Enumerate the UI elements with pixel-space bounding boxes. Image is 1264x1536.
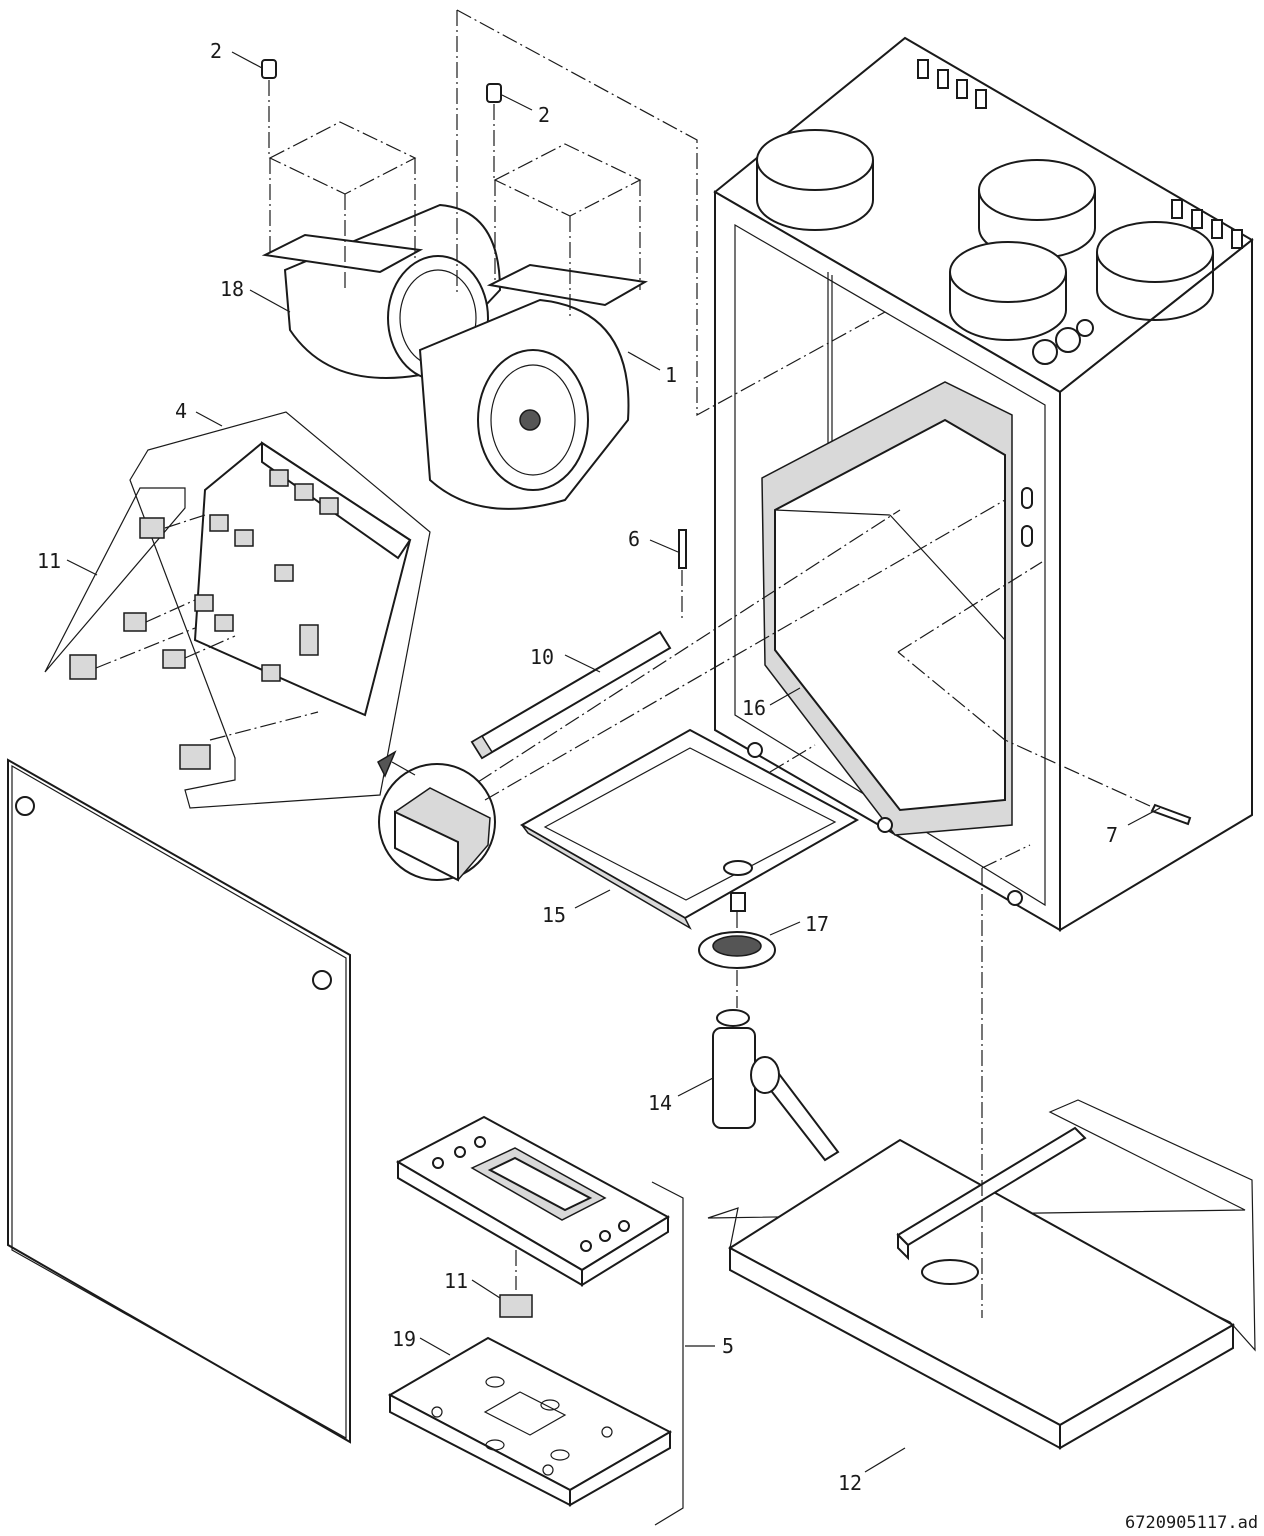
callout-label: 2: [538, 103, 550, 127]
sensor: [678, 529, 687, 620]
duct-spigot: [1096, 221, 1214, 321]
figure-id: 6720905117.ad: [1125, 1513, 1258, 1533]
remote-control-unit: [395, 1115, 670, 1290]
sensor: [897, 561, 1192, 826]
callout-label: 11: [37, 549, 61, 573]
leader-lines: [66, 51, 1161, 1473]
group-bracket: [651, 1181, 684, 1526]
front-door-panel: [7, 758, 351, 1444]
callout-label: 4: [175, 399, 187, 423]
callout-label: 18: [220, 277, 244, 301]
control-box: [129, 411, 431, 809]
callout-labels: 2 2 1 4 11 18 6 10 16 7 15 17 14 11 19 5…: [37, 39, 1118, 1495]
condensate-tray: [519, 728, 860, 930]
callout-label: 16: [742, 696, 766, 720]
callout-label: 2: [210, 39, 222, 63]
callout-label: 11: [444, 1269, 468, 1293]
base: [707, 844, 1256, 1450]
callout-label: 19: [392, 1327, 416, 1351]
connector-group: [44, 487, 319, 770]
fan-assembly: [261, 121, 648, 510]
callout-label: 12: [838, 1471, 862, 1495]
duct-spigot: [978, 159, 1096, 259]
callout-label: 10: [530, 645, 554, 669]
duct-spigot: [949, 241, 1067, 341]
callout-label: 14: [648, 1091, 672, 1115]
callout-label: 7: [1106, 823, 1118, 847]
siphon: [712, 1009, 840, 1162]
seal-bar: [470, 630, 672, 760]
callout-label: 5: [722, 1334, 734, 1358]
connector: [499, 1294, 533, 1318]
callout-label: 1: [665, 363, 677, 387]
housing: [713, 36, 1254, 932]
detail-view: [377, 499, 1006, 882]
duct-spigot: [756, 129, 874, 231]
callout-label: 17: [805, 912, 829, 936]
wall-bracket: [387, 1336, 673, 1507]
screw: [261, 59, 277, 158]
callout-label: 6: [628, 527, 640, 551]
screw: [486, 83, 502, 180]
callout-label: 15: [542, 903, 566, 927]
gasket: [698, 912, 776, 1008]
